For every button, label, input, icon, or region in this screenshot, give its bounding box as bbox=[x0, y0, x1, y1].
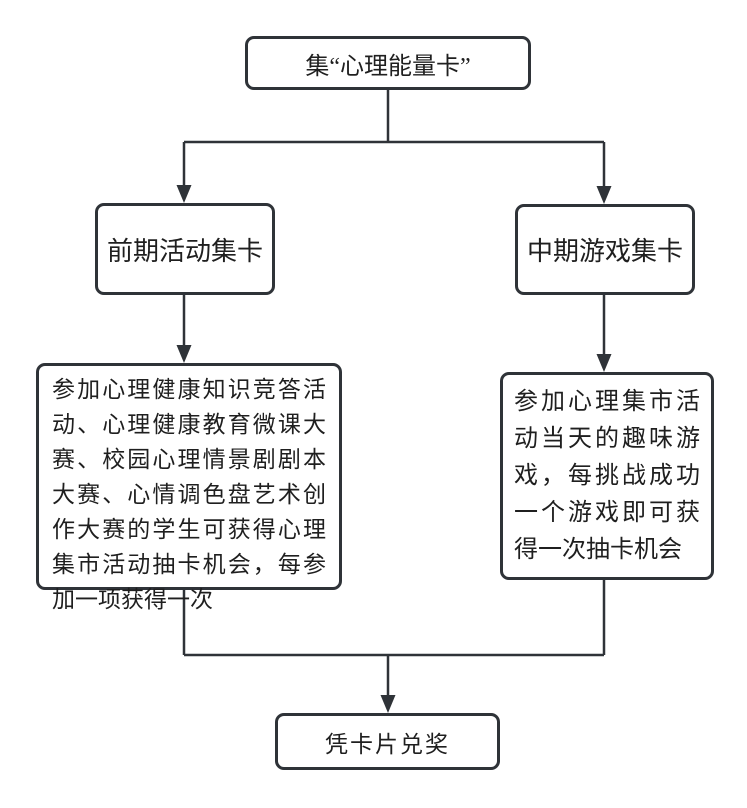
arrowhead-left-branch bbox=[176, 185, 192, 203]
node-redeem-prize-label: 凭卡片兑奖 bbox=[325, 731, 450, 757]
arrowhead-right-branch bbox=[596, 186, 612, 204]
arrowhead-right-detail bbox=[596, 354, 612, 372]
arrowhead-result bbox=[380, 695, 396, 713]
node-early-activity-detail: 参加心理健康知识竞答活动、心理健康教育微课大赛、校园心理情景剧剧本大赛、心情调色… bbox=[36, 363, 342, 612]
node-collect-energy-card: 集“心理能量卡” bbox=[245, 36, 531, 90]
node-collect-energy-card-label: 集“心理能量卡” bbox=[305, 53, 471, 80]
node-mid-game-detail: 参加心理集市活动当天的趣味游戏，每挑战成功一个游戏即可获得一次抽卡机会 bbox=[500, 372, 714, 580]
node-mid-game-collect-label: 中期游戏集卡 bbox=[526, 237, 683, 266]
arrowhead-left-detail bbox=[176, 345, 192, 363]
node-mid-game-detail-text: 参加心理集市活动当天的趣味游戏，每挑战成功一个游戏即可获得一次抽卡机会 bbox=[514, 388, 700, 563]
node-early-activity-collect: 前期活动集卡 bbox=[95, 203, 275, 295]
node-redeem-prize: 凭卡片兑奖 bbox=[275, 713, 500, 770]
node-mid-game-collect: 中期游戏集卡 bbox=[515, 204, 695, 295]
node-early-activity-collect-label: 前期活动集卡 bbox=[106, 236, 263, 266]
